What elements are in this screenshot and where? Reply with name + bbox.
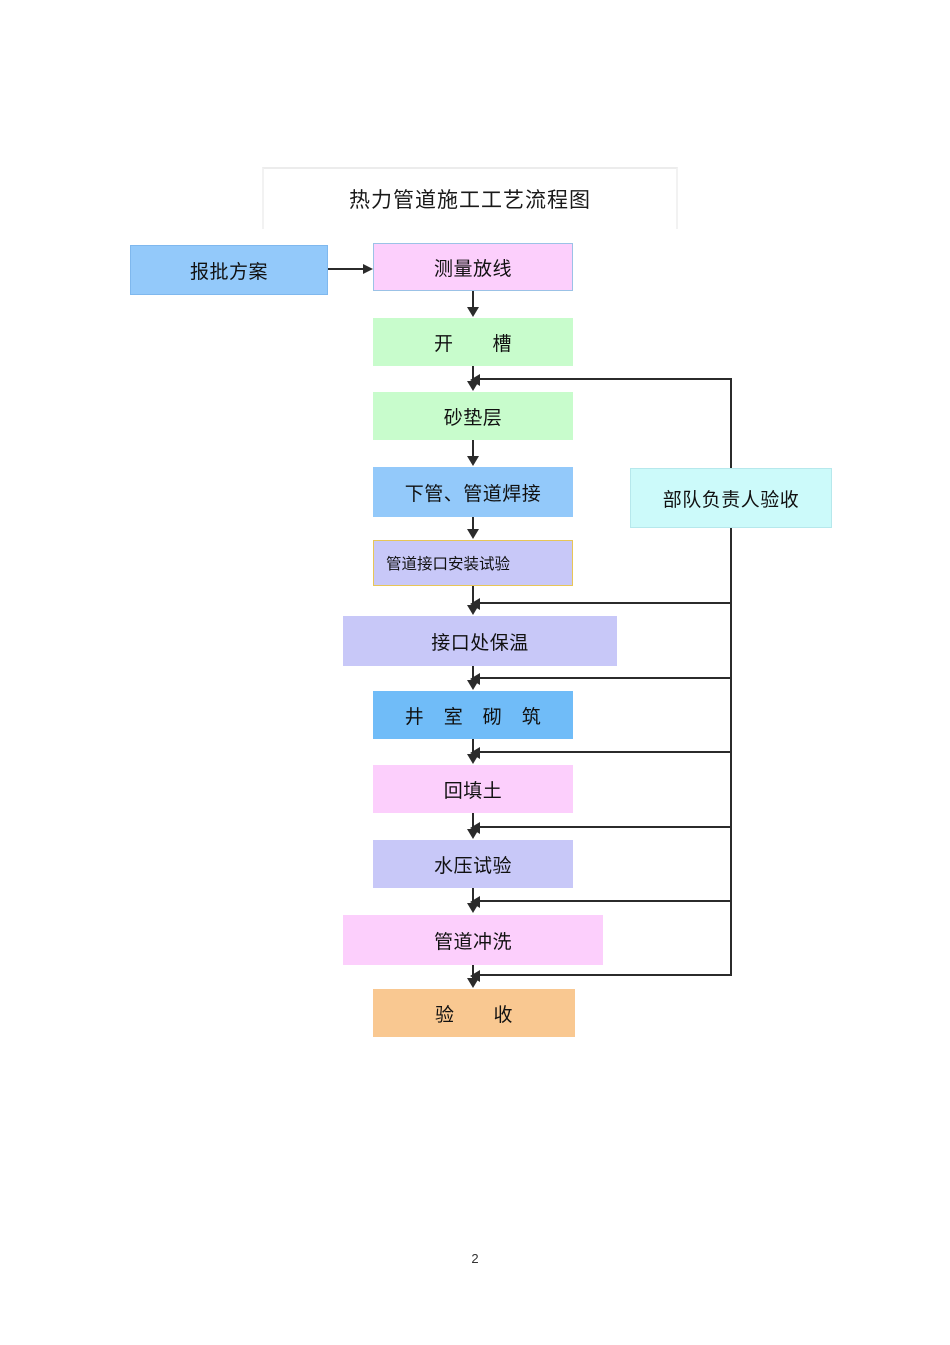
edge-celiang-to-kaicao	[472, 291, 474, 309]
node-baopifangan[interactable]: 报批方案	[130, 245, 328, 295]
edge-baopi-to-celiang	[328, 268, 364, 270]
edge-shadiancen-to-xiaguan-arrowhead	[467, 456, 479, 466]
node-budui-fuzeren-yanshou[interactable]: 部队负责人验收	[630, 468, 832, 528]
node-shuiya-shiyan[interactable]: 水压试验	[373, 840, 573, 888]
edge-celiang-to-kaicao-arrowhead	[467, 307, 479, 317]
feedback-branch-to-baowen	[478, 602, 732, 604]
node-jingshi-qizhu[interactable]: 井 室 砌 筑	[373, 691, 573, 739]
node-xiaguan-guandaohanjie[interactable]: 下管、管道焊接	[373, 467, 573, 517]
node-celiangfangxian[interactable]: 测量放线	[373, 243, 573, 291]
feedback-branch-to-huitiantu-arrowhead	[470, 747, 480, 759]
node-jiekouchu-baowen[interactable]: 接口处保温	[343, 616, 617, 666]
edge-jiekoushiyan-to-baowen	[472, 586, 474, 605]
feedback-branch-to-chongxi-arrowhead	[470, 896, 480, 908]
edge-baopi-to-celiang-arrowhead	[363, 264, 373, 274]
edge-shadiancen-to-xiaguan	[472, 440, 474, 457]
node-kaicao[interactable]: 开 槽	[373, 318, 573, 366]
feedback-branch-to-huitiantu	[478, 751, 732, 753]
feedback-branch-to-shuiya-arrowhead	[470, 822, 480, 834]
edge-baowen-to-jingshi-arrowhead	[467, 680, 479, 690]
edge-xiaguan-to-jiekoushiyan	[472, 517, 474, 530]
node-shadiancen[interactable]: 砂垫层	[373, 392, 573, 440]
edge-jiekoushiyan-to-baowen-arrowhead	[467, 605, 479, 615]
feedback-branch-to-yanshou	[478, 974, 732, 976]
node-guandaojiekou-anzhuangshiyan[interactable]: 管道接口安装试验	[373, 540, 573, 586]
edge-xiaguan-to-jiekoushiyan-arrowhead	[467, 529, 479, 539]
edge-jingshi-to-huitiantu-arrowhead	[467, 754, 479, 764]
edge-kaicao-to-shadiancen-arrowhead	[467, 381, 479, 391]
feedback-branch-to-shadiancen	[478, 378, 732, 380]
feedback-branch-to-shadiancen-arrowhead	[470, 374, 480, 386]
feedback-branch-to-chongxi	[478, 900, 732, 902]
node-guandao-chongxi[interactable]: 管道冲洗	[343, 915, 603, 965]
edge-huitiantu-to-shuiya	[472, 813, 474, 830]
page-title: 热力管道施工工艺流程图	[349, 188, 591, 212]
page-number: 2	[471, 1251, 479, 1266]
node-huitiantu[interactable]: 回填土	[373, 765, 573, 813]
edge-huitiantu-to-shuiya-arrowhead	[467, 829, 479, 839]
node-yanshou[interactable]: 验 收	[373, 989, 575, 1037]
feedback-branch-to-jingshi-arrowhead	[470, 673, 480, 685]
feedback-branch-to-jingshi	[478, 677, 732, 679]
edge-chongxi-to-yanshou-arrowhead	[467, 978, 479, 988]
diagram-title-cell: 热力管道施工工艺流程图	[262, 167, 678, 229]
feedback-branch-to-shuiya	[478, 826, 732, 828]
edge-shuiya-to-chongxi-arrowhead	[467, 903, 479, 913]
feedback-branch-to-baowen-arrowhead	[470, 598, 480, 610]
feedback-branch-to-yanshou-arrowhead	[470, 970, 480, 982]
